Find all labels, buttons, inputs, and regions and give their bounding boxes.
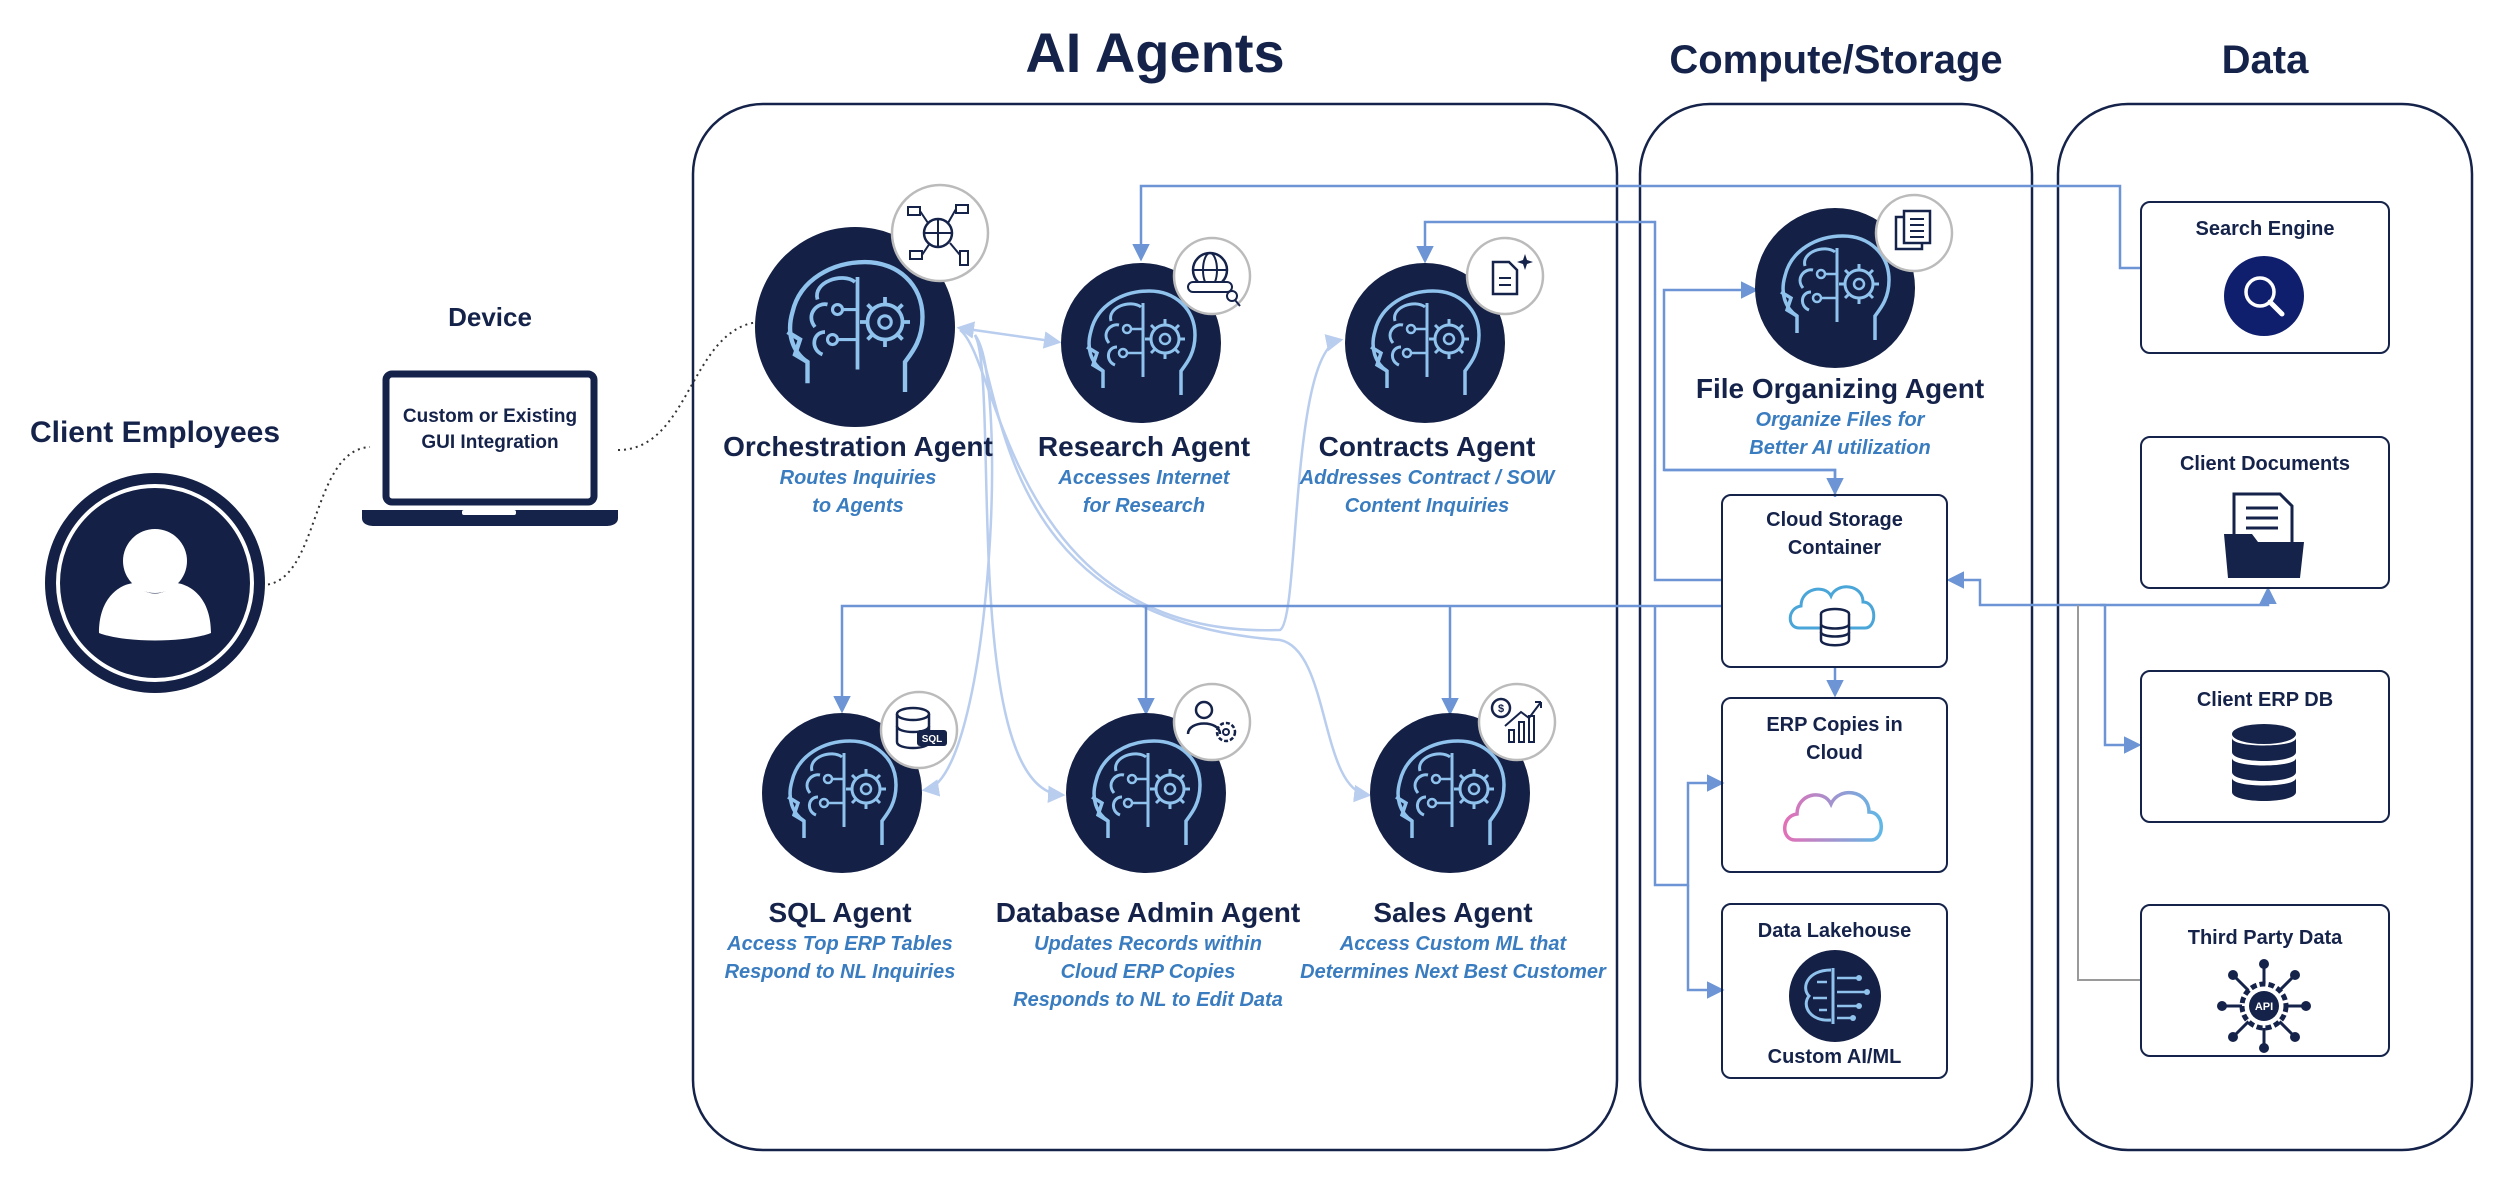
sql-database-icon: SQL [879,690,959,770]
cloud-icon [1783,790,1883,842]
sales-agent[interactable]: Sales Agent Access Custom ML that Determ… [1293,896,1613,986]
box-label: Third Party Data [2187,927,2343,949]
box-sublabel: Custom AI/ML [1767,1046,1902,1068]
box-label: Client ERP DB [2196,689,2334,711]
file-organizing-agent[interactable]: File Organizing Agent Organize Files for… [1680,372,2000,462]
agent-name: Database Admin Agent [995,897,1301,928]
client-to-device-connector [261,446,371,586]
erp-copies-box[interactable]: ERP Copies in Cloud [1721,697,1948,873]
api-hub-icon: API [2217,959,2311,1053]
agent-description: Access Top ERP Tables Respond to NL Inqu… [724,933,956,983]
agent-description: Routes Inquiries to Agents [779,467,937,517]
agent-name: SQL Agent [768,897,912,928]
orchestration-routing-lines [921,321,1372,803]
box-label: Client Documents [2179,453,2351,475]
agent-description: Accesses Internet for Research [1058,467,1230,517]
sql-agent[interactable]: SQL Agent Access Top ERP Tables Respond … [680,896,1000,986]
svg-text:SQL: SQL [922,734,943,745]
third-party-link [2077,605,2140,981]
agent-name: Research Agent [1037,431,1251,462]
svg-text:$: $ [1498,703,1504,715]
cloud-storage-container-box[interactable]: Cloud Storage Container [1721,494,1948,668]
globe-search-icon [1172,236,1252,316]
agent-name: Contracts Agent [1318,431,1536,462]
agent-description: Addresses Contract / SOW Content Inquiri… [1299,467,1555,517]
agent-name: Sales Agent [1373,897,1533,928]
magnifier-icon [2224,256,2304,336]
gui-integration-label[interactable]: Custom or Existing GUI Integration [402,406,578,453]
third-party-data-box[interactable]: Third Party Data [2140,904,2390,1057]
orchestration-agent[interactable]: Orchestration Agent Routes Inquiries to … [698,430,1018,520]
data-flow-arrows [833,184,2277,999]
search-engine-box[interactable]: Search Engine [2140,201,2390,354]
svg-text:API: API [2255,1001,2273,1013]
box-label: ERP Copies in Cloud [1766,714,1903,764]
box-label: Search Engine [2195,218,2335,240]
compute-storage-title: Compute/Storage [1669,38,2003,82]
data-lakehouse-box[interactable]: Data Lakehouse Custom AI/ML [1721,903,1948,1079]
document-folder-icon [2224,492,2304,578]
agent-name: Orchestration Agent [723,431,993,462]
sales-chart-icon: $ [1477,682,1557,762]
device-to-orchestration-connector [617,321,759,451]
compute-storage-panel [1638,102,2034,1152]
contracts-agent[interactable]: Contracts Agent Addresses Contract / SOW… [1267,430,1587,520]
ai-brain-icon [1789,950,1881,1042]
laptop-icon[interactable] [362,370,618,526]
document-sparkle-icon [1465,236,1545,316]
agent-description: Organize Files for Better AI utilization [1749,409,1931,459]
ai-agents-title: AI Agents [1025,21,1285,84]
network-brain-icon [890,183,990,283]
database-admin-agent[interactable]: Database Admin Agent Updates Records wit… [988,896,1308,1014]
data-title: Data [2221,38,2309,82]
box-label: Data Lakehouse [1757,920,1912,942]
admin-gear-icon [1172,682,1252,762]
box-label: Cloud Storage Container [1766,509,1903,559]
client-erp-db-box[interactable]: Client ERP DB [2140,670,2390,823]
documents-icon [1874,193,1954,273]
agent-description: Updates Records within Cloud ERP Copies … [1013,933,1283,1011]
client-employees-label: Client Employees [29,416,281,449]
ai-agents-panel [691,102,1619,1152]
agent-name: File Organizing Agent [1695,373,1985,404]
device-label: Device [448,302,532,332]
user-icon[interactable] [45,473,265,693]
research-agent[interactable]: Research Agent Accesses Internet for Res… [984,430,1304,520]
cloud-database-icon [1788,585,1876,647]
agent-description: Access Custom ML that Determines Next Be… [1300,933,1606,983]
database-stack-icon [2232,724,2296,801]
client-documents-box[interactable]: Client Documents [2140,436,2390,589]
data-panel [2056,102,2474,1152]
